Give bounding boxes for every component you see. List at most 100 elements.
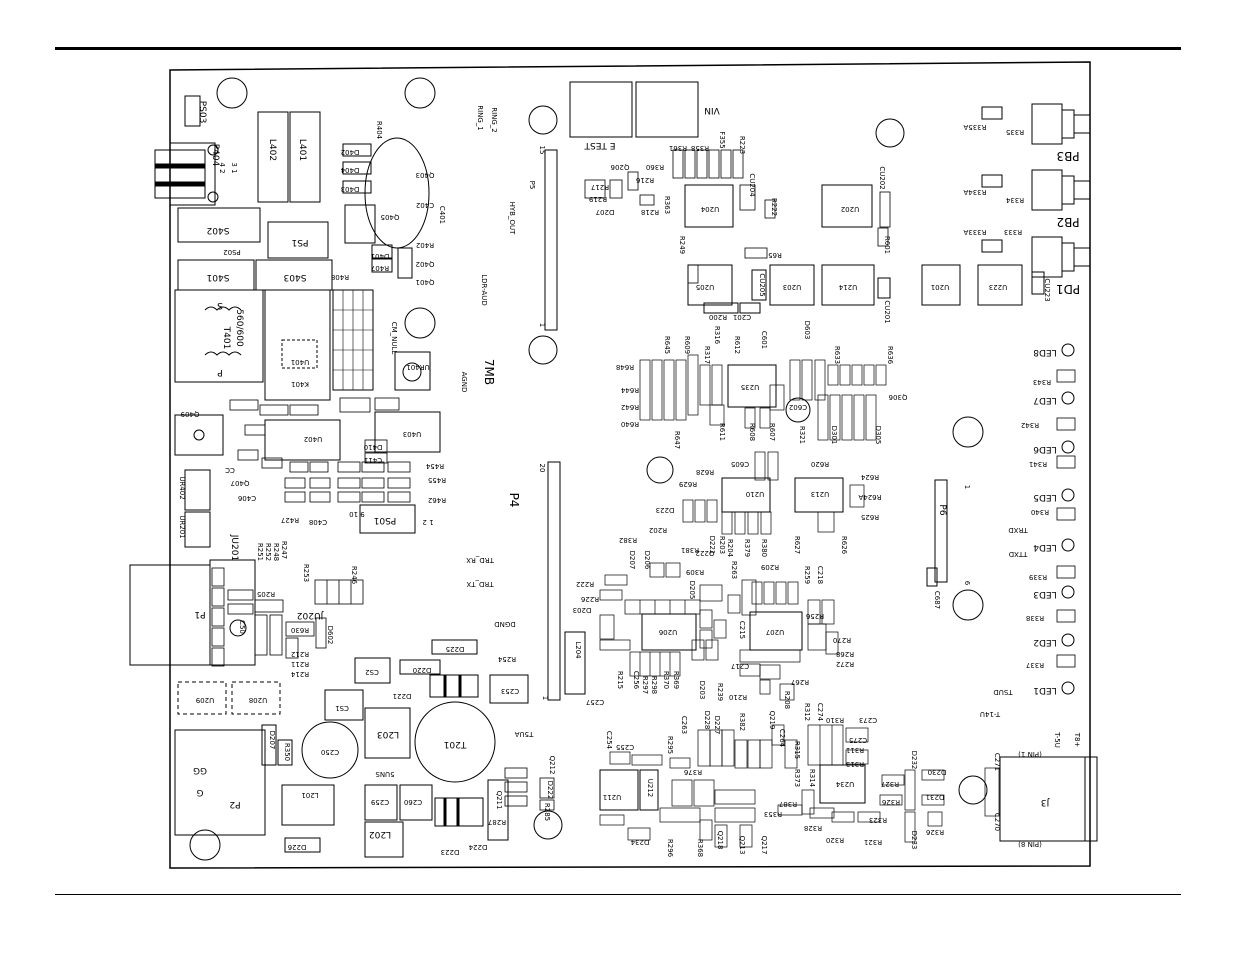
component-label: D231 [926, 793, 945, 801]
component-label: 1 [963, 485, 971, 489]
component-label: R609 [683, 336, 691, 354]
component-label: D223 [656, 506, 675, 514]
board-outline [169, 61, 1091, 869]
component-label: Q219 [768, 711, 776, 730]
component-label: R370 [662, 671, 670, 689]
component-label: D220 [413, 666, 432, 674]
ic-u201 [921, 264, 961, 306]
connector-e-test [569, 81, 633, 138]
ps01-block [359, 504, 416, 534]
component-label: U201 [931, 283, 949, 291]
component-label: CU202 [878, 166, 886, 189]
component-label: D221 [708, 536, 716, 555]
ic-u204 [684, 184, 734, 228]
component-label: R287 [488, 818, 506, 826]
component-label: DGND [494, 620, 515, 628]
component-label: C605 [731, 460, 749, 468]
component-label: U213 [811, 490, 829, 498]
component-label: 6 [963, 581, 971, 586]
component-label: D223 [441, 848, 460, 856]
ic-u235 [727, 364, 777, 408]
component-label: TRD_RX [466, 556, 495, 564]
component-label: G [196, 787, 203, 797]
led-indicators [1061, 343, 1075, 695]
component-label: 560/600 [234, 309, 244, 347]
component-label: CU223 [1043, 278, 1051, 301]
component-label: R327 [881, 780, 899, 788]
component-label: R249 [678, 236, 686, 254]
component-label: C255 [616, 743, 634, 751]
component-label: 1 2 [422, 518, 433, 526]
capacitor-c250 [301, 721, 359, 779]
component-label: R381 [681, 546, 699, 554]
component-label: Q211 [495, 791, 503, 810]
pushbutton-pb3 [1031, 103, 1091, 145]
component-label: R214 [290, 670, 309, 678]
connector-p6 [934, 479, 948, 583]
transformer-t201 [414, 701, 496, 783]
component-label: R316 [713, 326, 721, 345]
component-label: R204 [726, 539, 734, 558]
component-label: R647 [673, 431, 681, 449]
component-label: T201 [444, 739, 468, 749]
component-label: U214 [838, 283, 857, 291]
component-label: LED1 [1033, 685, 1056, 695]
component-label: R628 [696, 468, 714, 476]
component-label: R256 [805, 612, 824, 620]
component-label: P404 [210, 144, 220, 167]
component-label: GG [193, 765, 207, 775]
component-label: F355 [718, 131, 726, 148]
mounting-hole [533, 810, 563, 840]
component-label: R298 [650, 676, 658, 694]
component-label: JU201 [229, 534, 239, 561]
inductor-l202 [364, 821, 404, 858]
component-label: C406 [237, 494, 256, 502]
component-label: C273 [859, 716, 877, 724]
component-label: R328 [804, 824, 822, 832]
mounting-hole [207, 144, 219, 156]
component-label: C408 [309, 518, 327, 526]
component-label: R248 [272, 543, 280, 561]
component-label: C687 [933, 591, 941, 609]
component-label: C274 [816, 703, 824, 722]
relay-k401 [264, 289, 331, 401]
capacitor-cs2 [354, 657, 391, 684]
component-label: D203 [698, 681, 706, 700]
component-label: R624 [860, 473, 879, 481]
component-label: R205 [257, 590, 275, 598]
component-label: D404 [340, 166, 359, 174]
mounting-hole [952, 589, 984, 621]
component-label: C201 [733, 313, 751, 321]
component-label: (PIN 1) [1018, 750, 1042, 758]
component-label: R212 [291, 650, 309, 658]
component-label: R200 [709, 313, 727, 321]
component-label: R203 [718, 536, 726, 554]
component-label: R211 [291, 660, 309, 668]
component-label: L401 [297, 139, 307, 161]
component-label: TTXD [1009, 550, 1029, 558]
component-label: R312 [803, 703, 811, 721]
component-label: R629 [679, 480, 697, 488]
ic-u207 [749, 611, 803, 651]
component-label: R608 [748, 423, 756, 441]
component-label: R239 [716, 683, 724, 701]
component-label: 3 1 [230, 162, 238, 173]
component-label: 20 [538, 464, 546, 473]
component-label: T8+ [1073, 732, 1081, 748]
component-label: Q407 [231, 479, 250, 487]
trimmer-ur201 [184, 511, 211, 548]
inductor-l204 [564, 631, 586, 695]
ic-u214 [821, 264, 875, 306]
component-label: D233 [910, 831, 918, 850]
component-label: R402 [416, 241, 434, 249]
ic-u403 [374, 411, 441, 453]
component-label: U203 [783, 283, 801, 291]
component-label: U402 [304, 435, 322, 443]
component-label: R361 [669, 144, 687, 152]
component-label: Q213 [738, 836, 746, 855]
component-label: U234 [835, 780, 854, 788]
component-label: U202 [841, 205, 859, 213]
component-label: C264 [778, 729, 786, 748]
component-label: D207 [628, 551, 636, 570]
component-label: R337 [1026, 661, 1044, 669]
